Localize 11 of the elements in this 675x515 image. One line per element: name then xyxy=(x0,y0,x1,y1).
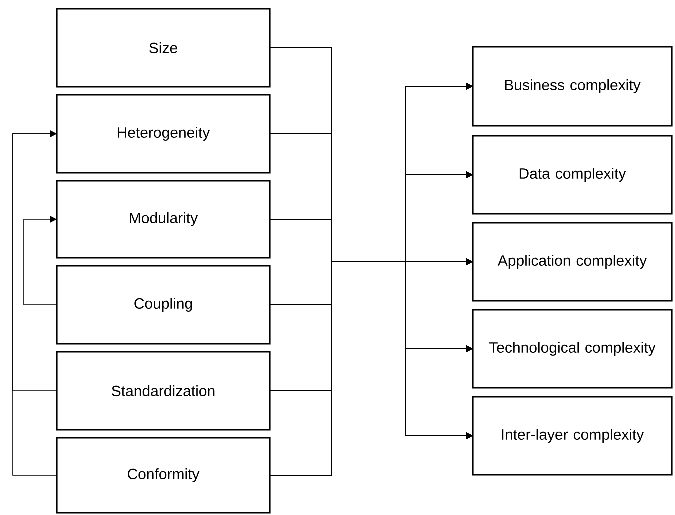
process-box: Coupling xyxy=(56,265,271,345)
process-box: Modularity xyxy=(56,180,271,259)
process-box: Size xyxy=(56,8,271,88)
process-box: Technological complexity xyxy=(472,309,673,389)
process-box: Standardization xyxy=(56,351,271,431)
process-box: Conformity xyxy=(56,437,271,514)
process-box: Business complexity xyxy=(472,46,673,127)
process-box: Application complexity xyxy=(472,222,673,302)
process-box: Inter-layer complexity xyxy=(472,396,673,476)
process-box: Heterogeneity xyxy=(56,94,271,174)
process-box: Data complexity xyxy=(472,135,673,215)
